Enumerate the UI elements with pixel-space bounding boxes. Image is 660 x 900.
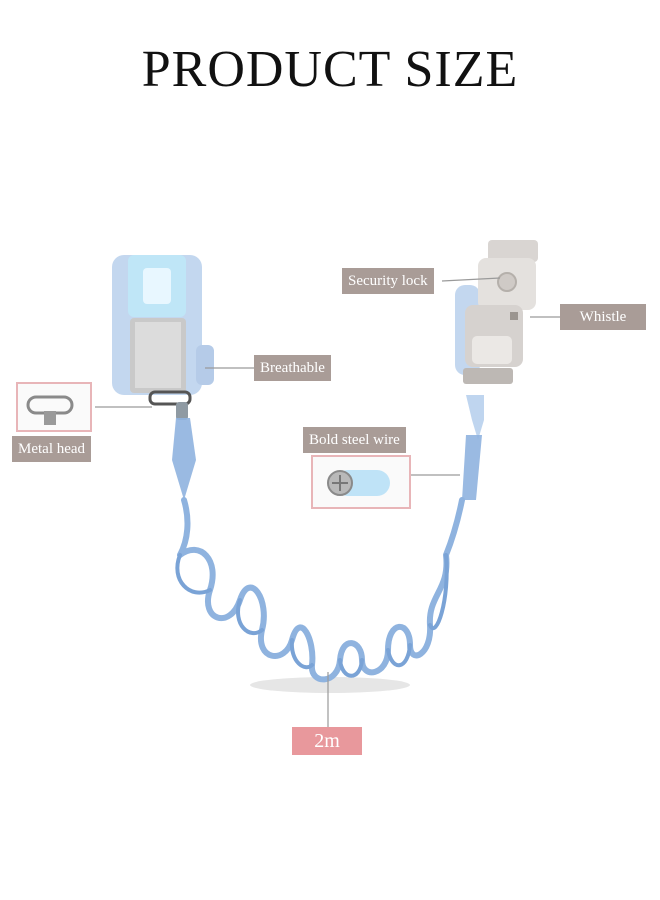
whistle-label: Whistle xyxy=(560,304,646,330)
bold-steel-wire-label: Bold steel wire xyxy=(303,427,406,453)
left-metal-clip xyxy=(148,390,192,420)
leader-lines xyxy=(95,277,560,728)
cord-connectors xyxy=(172,395,484,500)
right-buckle-strap xyxy=(455,240,538,384)
length-label: 2m xyxy=(292,727,362,755)
breathable-label: Breathable xyxy=(254,355,331,381)
left-wrist-strap xyxy=(112,255,214,395)
metal-head-label: Metal head xyxy=(12,436,92,462)
coiled-cord xyxy=(175,497,465,683)
floor-shadow xyxy=(250,677,410,693)
page-title: PRODUCT SIZE xyxy=(141,41,519,98)
steel-wire-thumbnail xyxy=(311,455,411,509)
metal-head-thumbnail xyxy=(16,382,92,432)
security-lock-label: Security lock xyxy=(342,268,434,294)
